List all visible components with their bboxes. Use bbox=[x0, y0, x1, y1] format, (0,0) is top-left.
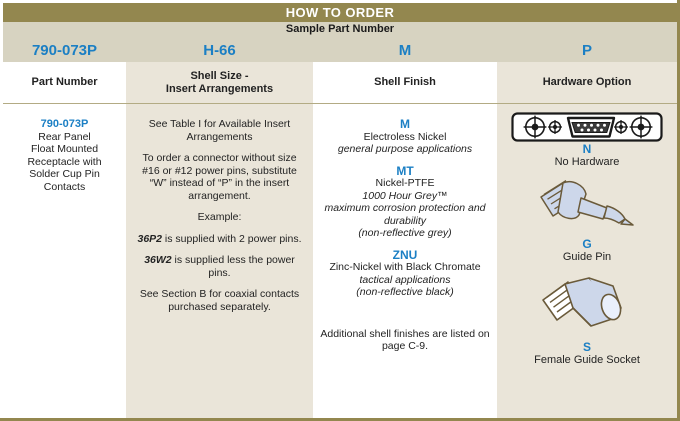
shell-finish-note: maximum corrosion protection and durabil… bbox=[324, 202, 486, 227]
table-body: 790-073P Rear Panel Float Mounted Recept… bbox=[3, 103, 677, 419]
page-title: HOW TO ORDER bbox=[3, 3, 677, 22]
shell-finish-footer: Additional shell finishes are listed on … bbox=[320, 327, 490, 353]
hardware-option-code: G bbox=[582, 237, 592, 251]
part-number-code: 790-073P bbox=[40, 118, 89, 130]
shell-finish-name: Nickel-PTFE bbox=[375, 177, 435, 189]
guide-pin-icon bbox=[540, 180, 634, 226]
column-header-shell-size-line1: Shell Size - bbox=[190, 69, 249, 82]
shell-finish-name: Zinc-Nickel with Black Chromate bbox=[329, 261, 481, 273]
cell-part-number: 790-073P Rear Panel Float Mounted Recept… bbox=[3, 104, 126, 419]
shell-finish-option: MT Nickel-PTFE 1000 Hour Grey™ maximum c… bbox=[320, 163, 490, 240]
female-guide-socket-icon bbox=[542, 277, 622, 327]
part-number-desc-line: Float Mounted bbox=[30, 143, 99, 155]
part-number-desc-line: Rear Panel bbox=[38, 130, 91, 143]
shell-size-paragraph-1: See Table I for Available Insert Arrange… bbox=[148, 118, 291, 143]
hardware-option-label: Guide Pin bbox=[562, 251, 612, 263]
hardware-option-code: S bbox=[582, 340, 591, 354]
sample-value-hardware-option: P bbox=[581, 42, 592, 59]
shell-finish-option: M Electroless Nickel general purpose app… bbox=[320, 118, 490, 156]
shell-finish-note: (non-reflective black) bbox=[356, 286, 454, 298]
bottom-edge-rule bbox=[0, 418, 680, 421]
shell-finish-option: ZNU Zinc-Nickel with Black Chromate tact… bbox=[320, 247, 490, 299]
cell-hardware-option: N No Hardware G Guide Pin bbox=[497, 104, 677, 419]
hardware-option-item: S Female Guide Socket bbox=[497, 274, 677, 367]
shell-finish-note: 1000 Hour Grey™ bbox=[362, 189, 448, 202]
shell-size-paragraph-2: To order a connector without size #16 or… bbox=[142, 152, 297, 202]
dsub-connector-flange-icon bbox=[511, 112, 663, 142]
part-number-desc-line: Solder Cup Pin bbox=[29, 168, 100, 180]
shell-size-example-2: 36W2 is supplied less the power pins. bbox=[136, 254, 303, 279]
shell-size-paragraph-3: See Section B for coaxial contacts purch… bbox=[139, 288, 300, 313]
shell-size-example-2-text: is supplied less the power pins. bbox=[171, 254, 295, 279]
hardware-option-item: N No Hardware bbox=[497, 112, 677, 169]
cell-shell-size: See Table I for Available Insert Arrange… bbox=[126, 104, 313, 419]
shell-finish-code: ZNU bbox=[392, 247, 418, 262]
hardware-option-code: N bbox=[582, 142, 592, 156]
hardware-option-label: No Hardware bbox=[554, 156, 620, 168]
shell-finish-note: (non-reflective grey) bbox=[358, 227, 452, 239]
hardware-option-label: Female Guide Socket bbox=[534, 354, 640, 366]
cell-shell-finish: M Electroless Nickel general purpose app… bbox=[313, 104, 497, 419]
shell-size-example-1-code: 36P2 bbox=[137, 232, 163, 245]
sample-part-number-band: Sample Part Number 790-073P H-66 M P bbox=[3, 22, 677, 62]
shell-finish-note: tactical applications bbox=[359, 273, 451, 286]
sample-value-shell-size: H-66 bbox=[203, 42, 236, 59]
column-header-shell-size: Shell Size - Insert Arrangements bbox=[126, 62, 313, 103]
column-headers: Part Number Shell Size - Insert Arrangem… bbox=[3, 62, 677, 103]
sample-part-number-label: Sample Part Number bbox=[285, 23, 395, 35]
shell-finish-note: general purpose applications bbox=[337, 143, 473, 155]
shell-finish-code: M bbox=[400, 117, 410, 131]
left-edge bbox=[0, 0, 3, 421]
column-header-part-number: Part Number bbox=[3, 62, 126, 103]
part-number-description: Rear Panel Float Mounted Receptacle with… bbox=[3, 131, 126, 194]
sample-part-number-values: 790-073P H-66 M P bbox=[3, 39, 677, 62]
column-header-hardware-option: Hardware Option bbox=[497, 62, 677, 103]
sample-value-part-number: 790-073P bbox=[31, 42, 98, 59]
right-edge-rule bbox=[677, 0, 680, 421]
shell-size-example-1: 36P2 is supplied with 2 power pins. bbox=[136, 233, 303, 246]
shell-size-example-label: Example: bbox=[197, 211, 242, 223]
hardware-option-item: G Guide Pin bbox=[497, 175, 677, 264]
column-header-shell-finish: Shell Finish bbox=[313, 62, 497, 103]
shell-finish-name: Electroless Nickel bbox=[363, 130, 447, 143]
part-number-desc-line: Receptacle with bbox=[27, 155, 102, 168]
shell-size-example-1-text: is supplied with 2 power pins. bbox=[162, 232, 302, 245]
shell-finish-code: MT bbox=[396, 163, 414, 178]
part-number-desc-line: Contacts bbox=[43, 180, 86, 193]
sample-value-shell-finish: M bbox=[398, 42, 412, 59]
column-header-shell-size-line2: Insert Arrangements bbox=[165, 82, 274, 95]
shell-size-example-2-code: 36W2 bbox=[144, 254, 172, 266]
